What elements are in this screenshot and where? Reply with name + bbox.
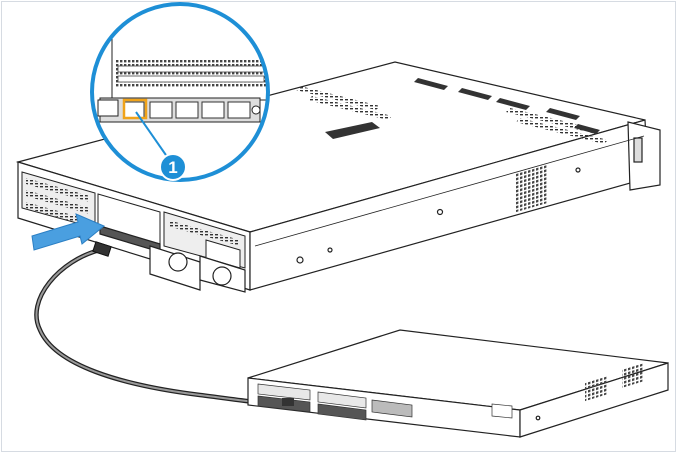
cable-connector-server <box>92 241 112 257</box>
magnifier-ring <box>90 2 270 182</box>
magnified-rear-ports: 1 <box>90 2 270 182</box>
zoom-rj45-ports <box>123 101 251 119</box>
zoom-vent-block <box>116 60 266 88</box>
zoom-highlighted-port <box>122 98 148 120</box>
insertion-arrow <box>31 213 105 251</box>
top-logo-plate <box>325 122 380 139</box>
callout-number: 1 <box>168 158 177 177</box>
callout-badge: 1 <box>159 153 187 181</box>
side-grille <box>515 163 547 213</box>
callout-leader <box>135 111 169 159</box>
switch-ports <box>257 383 513 421</box>
power-supplies <box>149 245 246 293</box>
network-switch <box>247 329 669 438</box>
rack-server <box>15 61 661 293</box>
server-rack-ear <box>627 121 661 191</box>
top-vents <box>296 78 608 144</box>
cable-connector-switch <box>282 398 294 406</box>
